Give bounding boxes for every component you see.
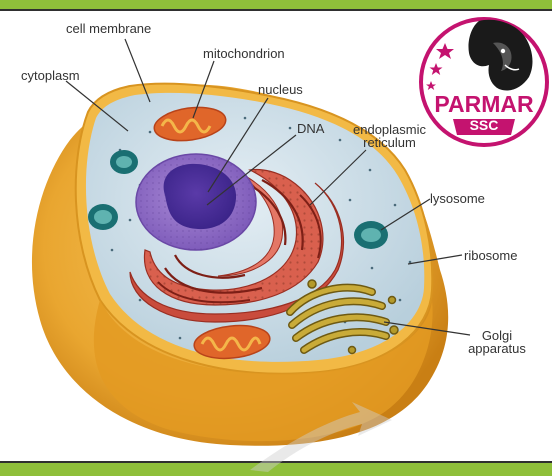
- label-nucleus: nucleus: [258, 83, 303, 96]
- label-golgi-apparatus: Golgi apparatus: [462, 329, 532, 355]
- label-ribosome: ribosome: [464, 249, 517, 262]
- label-dna: DNA: [297, 122, 324, 135]
- label-cytoplasm: cytoplasm: [21, 69, 80, 82]
- label-lysosome: lysosome: [430, 192, 485, 205]
- nucleus: [136, 154, 256, 250]
- label-cell-membrane: cell membrane: [66, 22, 151, 35]
- logo-name-text: PARMAR: [417, 91, 551, 118]
- label-mitochondrion: mitochondrion: [203, 47, 285, 60]
- logo-sub-text: SSC: [417, 117, 551, 133]
- label-golgi-line2: apparatus: [462, 342, 532, 355]
- top-banner: [0, 0, 552, 9]
- lysosome-2: [88, 204, 118, 230]
- lysosome-1: [110, 150, 138, 174]
- lysosome-3: [354, 221, 388, 249]
- top-border-line: [0, 9, 552, 11]
- parmar-ssc-logo: PARMAR SSC: [417, 13, 551, 151]
